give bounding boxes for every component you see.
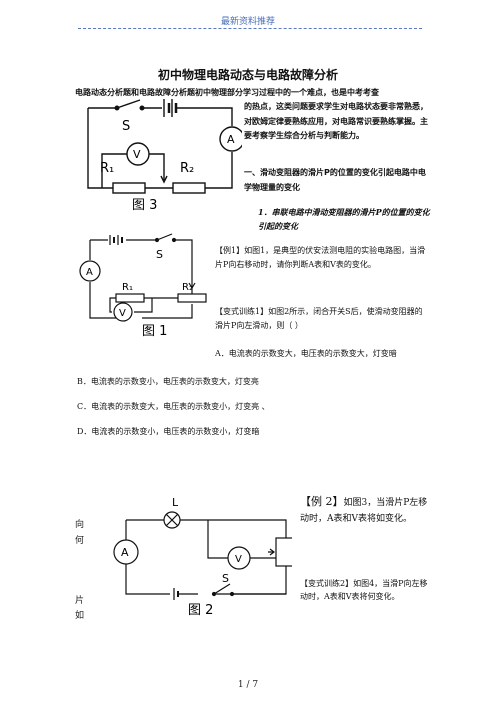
page-number: 1 / 7	[237, 680, 259, 690]
side-char: 何	[75, 536, 85, 546]
option-b: B．电流表的示数变小，电压表的示数变大，灯变亮	[77, 377, 259, 386]
fig3-label-a: A	[227, 133, 235, 146]
side-char: 向	[75, 520, 85, 530]
circuit-figure-1: S A V R₁ R₂ 图 1	[79, 233, 207, 339]
page-header: 最新资料推荐	[220, 17, 275, 27]
example-2-text: 如图3，当滑片P左移动时，A表和V表将如变化。	[300, 498, 428, 524]
page-title: 初中物理电路动态与电路故障分析	[157, 68, 338, 82]
option-d: D．电流表的示数变小，电压表的示数变小，灯变暗	[77, 427, 260, 436]
fig1-label-r1: R₁	[122, 282, 133, 293]
example-2-bracket: 【例 2】	[300, 495, 344, 508]
header-divider	[78, 28, 422, 29]
subsection-heading-1: 1．串联电路中滑动变阻器的滑片P的位置的变化引起的变化	[258, 207, 430, 231]
fig1-label-a: A	[86, 267, 93, 278]
fig1-label-s: S	[156, 248, 163, 261]
side-char: 片	[75, 596, 85, 606]
intro-line-1: 电路动态分析题和电路故障分析题初中物理部分学习过程中的一个难点，也是中考考查	[75, 88, 379, 97]
section-heading-1: 一、滑动变阻器的滑片P的位置的变化引起电路中电学物理量的变化	[244, 168, 426, 192]
intro-paragraph: 的热点，这类问题要求学生对电路状态要非常熟悉，对欧姆定律要熟练应用，对电路常识要…	[244, 102, 428, 140]
fig1-label-v: V	[119, 308, 126, 319]
fig3-label-r1: R₁	[100, 161, 114, 176]
fig2-caption: 图 2	[188, 603, 213, 618]
circuit-figure-2: L A V S 图 2	[113, 496, 292, 618]
fig2-label-a: A	[121, 546, 129, 559]
fig3-label-r2: R₂	[180, 161, 194, 176]
option-a: A．电流表的示数变大，电压表的示数变大，灯变暗	[215, 349, 397, 358]
fig2-label-s: S	[222, 572, 229, 585]
option-c: C．电流表的示数变大，电压表的示数变小，灯变亮 、	[77, 402, 270, 411]
fig1-label-r2: R₂	[182, 282, 193, 293]
fig1-caption: 图 1	[142, 324, 167, 339]
circuit-figure-3: S A V R₁ R₂ 图 3	[87, 99, 242, 212]
side-char: 如	[75, 611, 85, 621]
fig2-label-v: V	[235, 554, 242, 565]
fig2-label-l: L	[172, 496, 179, 509]
fig3-label-v: V	[133, 148, 141, 161]
example-2: 【例 2】如图3，当滑片P左移动时，A表和V表将如变化。	[300, 494, 430, 527]
example-1: 【例1】如图1，是典型的伏安法测电阻的实验电路图，当滑片P向右移动时，请你判断A…	[215, 246, 426, 269]
variant-exercise-2: 【变式训练2】如图4，当滑P向左移动时，A表和V表将何变化。	[300, 579, 428, 601]
fig3-caption: 图 3	[132, 198, 157, 212]
variant-exercise-1: 【变式训练1】如图2所示，闭合开关S后，使滑动变阻器的滑片P向左滑动，则（ ）	[215, 307, 423, 330]
fig3-label-s: S	[122, 119, 130, 134]
